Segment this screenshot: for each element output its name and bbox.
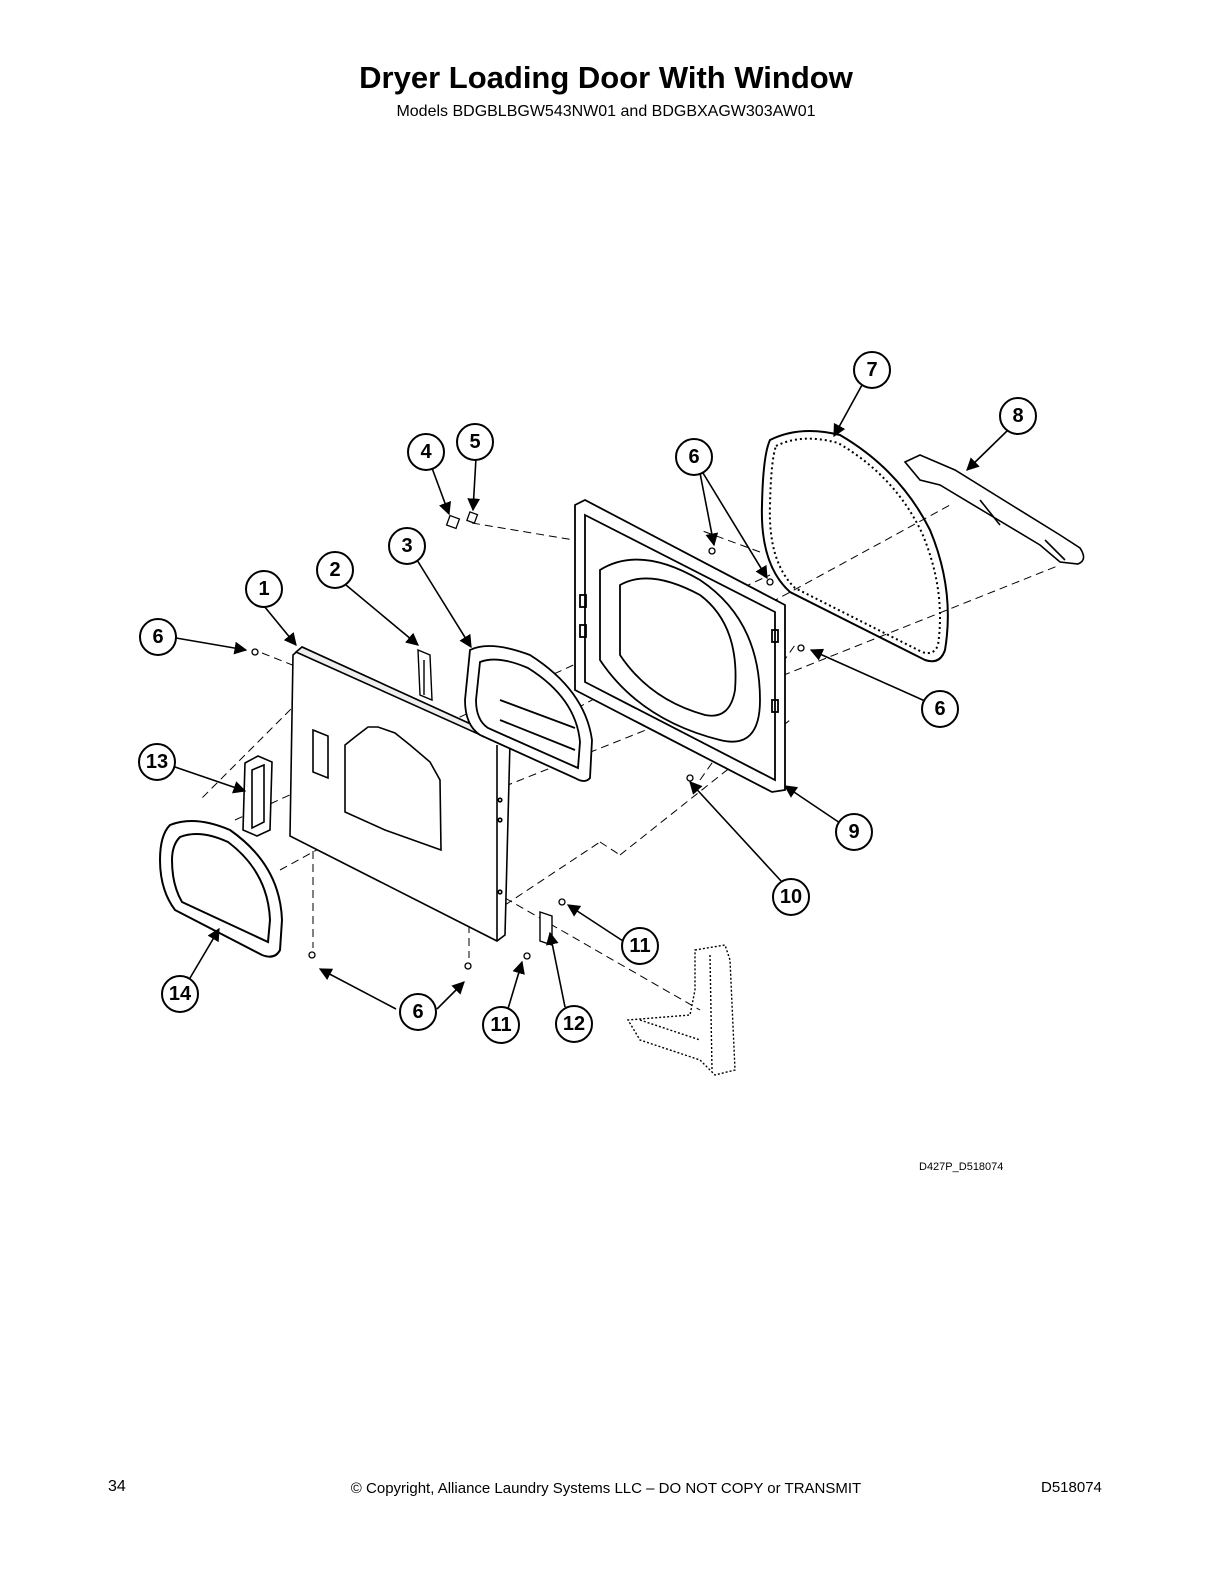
hinge-part bbox=[539, 911, 553, 946]
callout-circles bbox=[138, 351, 1037, 1044]
callout-label-9: 9 bbox=[848, 821, 859, 843]
callout-label-11-right: 11 bbox=[629, 935, 650, 957]
window-gasket-part bbox=[158, 820, 284, 958]
handle-trim-part bbox=[242, 755, 273, 837]
callout-label-13: 14 bbox=[169, 983, 192, 1005]
callout-label-5: 5 bbox=[469, 431, 480, 453]
cabinet-reference bbox=[626, 944, 736, 1076]
callout-label-6-bottom: 6 bbox=[412, 1001, 423, 1023]
callout-label-2: 2 bbox=[329, 559, 340, 581]
callout-label-6-left: 6 bbox=[152, 626, 163, 648]
document-number: D518074 bbox=[1041, 1479, 1102, 1496]
handle-part bbox=[903, 454, 1085, 565]
page-number: 34 bbox=[108, 1478, 126, 1495]
clip-parts bbox=[445, 511, 479, 530]
callout-label-4: 4 bbox=[420, 441, 432, 463]
callout-label-6-top: 6 bbox=[688, 446, 699, 468]
leader-arrows bbox=[174, 384, 1008, 1013]
page-title: Dryer Loading Door With Window bbox=[359, 60, 853, 95]
callout-label-6-right: 6 bbox=[934, 698, 945, 720]
callout-label-7: 7 bbox=[866, 359, 877, 381]
door-panel-part bbox=[289, 646, 512, 942]
door-liner-part bbox=[574, 498, 786, 793]
screw-parts bbox=[251, 547, 805, 970]
latch-part bbox=[417, 648, 433, 702]
copyright-notice: © Copyright, Alliance Laundry Systems LL… bbox=[350, 1480, 862, 1497]
page-subtitle: Models BDGBLBGW543NW01 and BDGBXAGW303AW… bbox=[396, 103, 816, 120]
window-frame-part bbox=[464, 645, 593, 782]
callout-label-8: 8 bbox=[1012, 405, 1023, 427]
drawing-code: D427P_D518074 bbox=[919, 1161, 1004, 1173]
callout-label-1: 1 bbox=[258, 578, 269, 600]
callout-label-11-bottom: 11 bbox=[490, 1014, 511, 1036]
callout-label-10: 10 bbox=[780, 886, 802, 908]
callout-label-3: 3 bbox=[401, 535, 412, 557]
callout-label-12: 12 bbox=[563, 1013, 585, 1035]
callout-label-14: 13 bbox=[146, 751, 168, 773]
